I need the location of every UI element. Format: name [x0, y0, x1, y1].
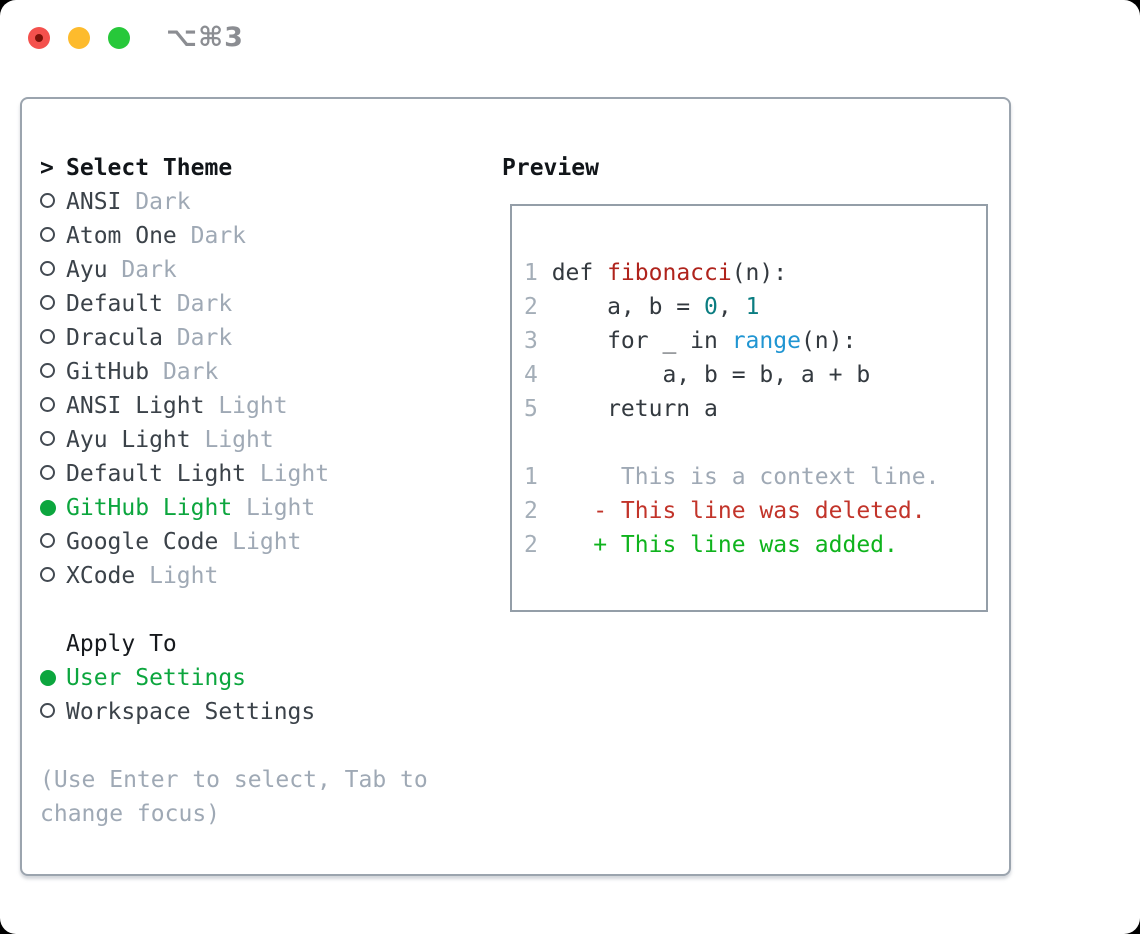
theme-option-github-dark[interactable]: GitHub Dark: [40, 355, 428, 389]
theme-option-default-light[interactable]: Default Light Light: [40, 457, 428, 491]
theme-name: ANSI: [66, 189, 122, 215]
theme-option-ansi-dark[interactable]: ANSI Dark: [40, 185, 428, 219]
blank-line: [524, 426, 986, 460]
theme-option-github-light[interactable]: GitHub Light Light: [40, 491, 428, 525]
apply-option-label: Workspace Settings: [66, 699, 316, 725]
spacer: [40, 729, 428, 763]
theme-variant: Light: [218, 393, 288, 419]
theme-name: XCode: [66, 563, 136, 589]
theme-option-google-code[interactable]: Google Code Light: [40, 525, 428, 559]
diff-context-line: 1 This is a context line.: [524, 464, 940, 490]
apply-to-header: Apply To: [40, 627, 428, 661]
code-line: 2 a, b = 0, 1: [524, 294, 760, 320]
titlebar: ⌥⌘3: [0, 0, 1140, 76]
code-line: 4 a, b = b, a + b: [524, 362, 871, 388]
radio-icon: [40, 423, 66, 457]
close-button[interactable]: [28, 27, 50, 49]
radio-icon: [40, 695, 66, 729]
theme-variant: Dark: [190, 223, 247, 249]
radio-icon: [40, 525, 66, 559]
theme-name: Ayu: [66, 257, 108, 283]
theme-option-atom-one-dark[interactable]: Atom One Dark: [40, 219, 428, 253]
theme-name: GitHub Light: [66, 495, 233, 521]
apply-to-title: Apply To: [66, 631, 177, 657]
theme-name: Dracula: [66, 325, 163, 351]
help-text-line2: change focus): [40, 801, 221, 827]
theme-option-xcode[interactable]: XCode Light: [40, 559, 428, 593]
code-line: 3 for _ in range(n):: [524, 328, 857, 354]
radio-selected-icon: [40, 491, 66, 525]
minimize-button[interactable]: [68, 27, 90, 49]
radio-icon: [40, 559, 66, 593]
number-token: 1: [745, 294, 760, 320]
theme-option-ansi-light[interactable]: ANSI Light Light: [40, 389, 428, 423]
theme-option-dracula-dark[interactable]: Dracula Dark: [40, 321, 428, 355]
apply-option-label: User Settings: [66, 665, 247, 691]
theme-name: Google Code: [66, 529, 219, 555]
theme-variant: Light: [259, 461, 330, 487]
theme-name: Atom One: [66, 223, 177, 249]
spacer: [40, 593, 428, 627]
number-token: 0: [704, 294, 718, 320]
theme-variant: Light: [246, 495, 316, 521]
theme-variant: Dark: [162, 359, 219, 385]
theme-variant: Light: [204, 427, 274, 453]
maximize-button[interactable]: [108, 27, 130, 49]
theme-name: Ayu Light: [66, 427, 191, 453]
theme-variant: Dark: [176, 325, 233, 351]
theme-variant: Dark: [176, 291, 233, 317]
theme-name: Default: [66, 291, 163, 317]
theme-variant: Light: [232, 529, 302, 555]
theme-option-ayu-dark[interactable]: Ayu Dark: [40, 253, 428, 287]
radio-icon: [40, 253, 66, 287]
window-title-shortcut: ⌥⌘3: [166, 22, 244, 53]
builtin-token: range: [731, 328, 801, 354]
radio-icon: [40, 321, 66, 355]
diff-added-line: 2 + This line was added.: [524, 532, 898, 558]
radio-icon: [40, 287, 66, 321]
list-title: Select Theme: [66, 155, 233, 181]
theme-variant: Dark: [121, 257, 177, 283]
theme-name: ANSI Light: [66, 393, 205, 419]
function-name-token: fibonacci: [607, 260, 732, 286]
radio-selected-icon: [40, 661, 66, 695]
prompt-icon: >: [40, 155, 54, 181]
radio-icon: [40, 219, 66, 253]
radio-icon: [40, 389, 66, 423]
diff-deleted-line: 2 - This line was deleted.: [524, 498, 926, 524]
help-text-line1: (Use Enter to select, Tab to: [40, 767, 428, 793]
preview-title: Preview: [502, 155, 599, 181]
theme-option-default-dark[interactable]: Default Dark: [40, 287, 428, 321]
theme-option-ayu-light[interactable]: Ayu Light Light: [40, 423, 428, 457]
select-theme-header: > Select Theme: [40, 151, 428, 185]
theme-name: Default Light: [66, 461, 247, 487]
theme-variant: Dark: [135, 189, 191, 215]
radio-icon: [40, 355, 66, 389]
code-line: 5 return a: [524, 396, 718, 422]
theme-variant: Light: [149, 563, 219, 589]
apply-option-workspace-settings[interactable]: Workspace Settings: [40, 695, 428, 729]
theme-name: GitHub: [66, 359, 150, 385]
radio-icon: [40, 185, 66, 219]
radio-icon: [40, 457, 66, 491]
apply-option-user-settings[interactable]: User Settings: [40, 661, 428, 695]
